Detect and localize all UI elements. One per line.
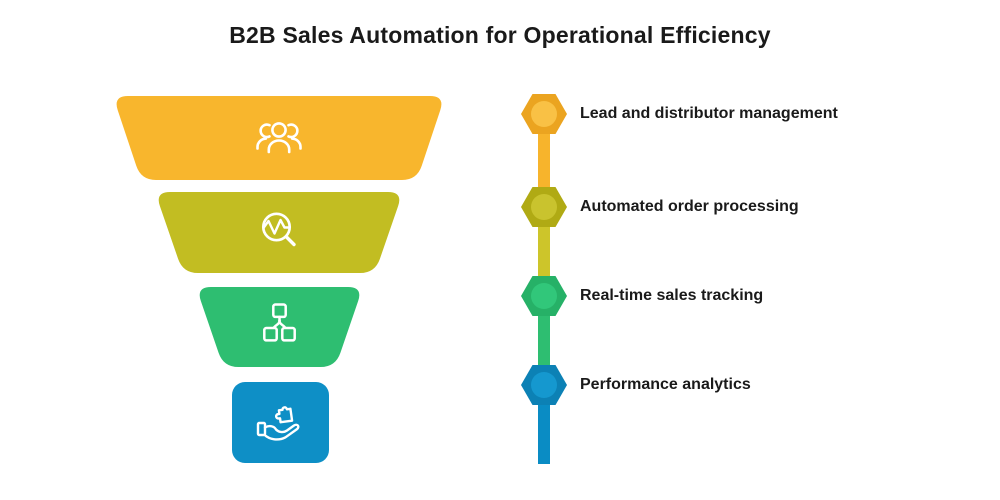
timeline-marker-4-inner <box>531 372 557 398</box>
timeline-segment-3 <box>538 296 550 385</box>
funnel-stage-1-shape <box>116 96 442 180</box>
hierarchy-icon <box>263 303 296 342</box>
timeline-segment-1 <box>538 114 550 207</box>
funnel-stage-2 <box>158 192 400 273</box>
funnel-stage-3 <box>199 287 360 367</box>
search-analytics-icon <box>261 212 296 247</box>
hand-puzzle-icon <box>256 406 300 441</box>
timeline-label-3: Real-time sales tracking <box>580 287 764 304</box>
timeline-label-4: Performance analytics <box>580 376 751 393</box>
timeline-label-2: Automated order processing <box>580 198 799 215</box>
timeline-marker-3-inner <box>531 283 557 309</box>
funnel-stage-4 <box>232 382 329 463</box>
page-title: B2B Sales Automation for Operational Eff… <box>229 22 771 48</box>
people-group-icon <box>256 122 302 154</box>
timeline-marker-1-inner <box>531 101 557 127</box>
funnel-stage-2-shape <box>158 192 400 273</box>
timeline-segment-2 <box>538 207 550 296</box>
timeline-label-1: Lead and distributor management <box>580 105 838 122</box>
funnel-stage-3-shape <box>199 287 360 367</box>
timeline-marker-2-inner <box>531 194 557 220</box>
funnel-stage-1 <box>116 96 442 180</box>
timeline <box>521 94 567 464</box>
